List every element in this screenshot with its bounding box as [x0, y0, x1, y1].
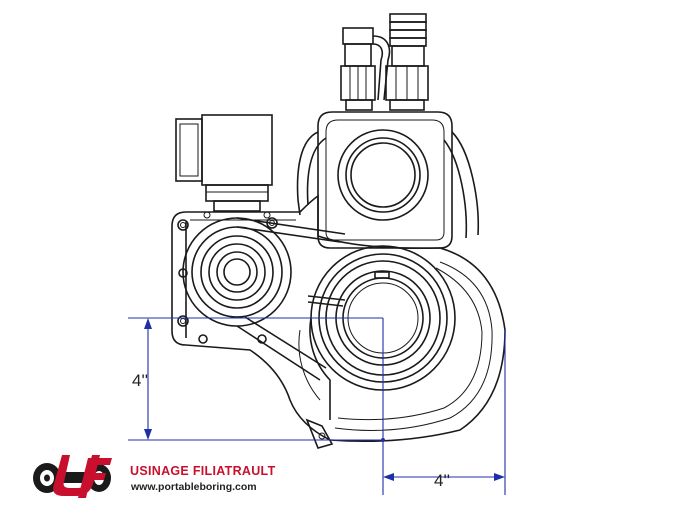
mounting-lug — [305, 418, 334, 449]
vertical-arrow-top — [144, 318, 152, 329]
company-logo: USINAGE FILIATRAULT www.portableboring.c… — [33, 455, 276, 498]
vertical-arrow-bottom — [144, 429, 152, 440]
horizontal-arrow-left — [383, 473, 394, 481]
company-name: USINAGE FILIATRAULT — [130, 464, 276, 478]
vertical-dimension-label: 4'' — [132, 371, 148, 390]
hydraulic-fittings — [340, 13, 429, 111]
horizontal-dimension-label: 4'' — [434, 471, 450, 490]
uf-boring-bar-logo-icon — [33, 455, 112, 498]
company-url: www.portableboring.com — [130, 481, 257, 493]
gearbox-assembly — [171, 13, 506, 449]
drive-motor-block — [175, 114, 273, 219]
horizontal-arrow-right — [494, 473, 505, 481]
drive-pinion — [182, 217, 346, 381]
horizontal-dimension: 4'' — [381, 318, 506, 495]
center-point — [381, 438, 385, 442]
vertical-dimension: 4'' — [128, 317, 383, 441]
ring-gear — [298, 245, 456, 420]
hydraulic-motor — [296, 111, 480, 249]
outer-rings — [334, 261, 493, 431]
